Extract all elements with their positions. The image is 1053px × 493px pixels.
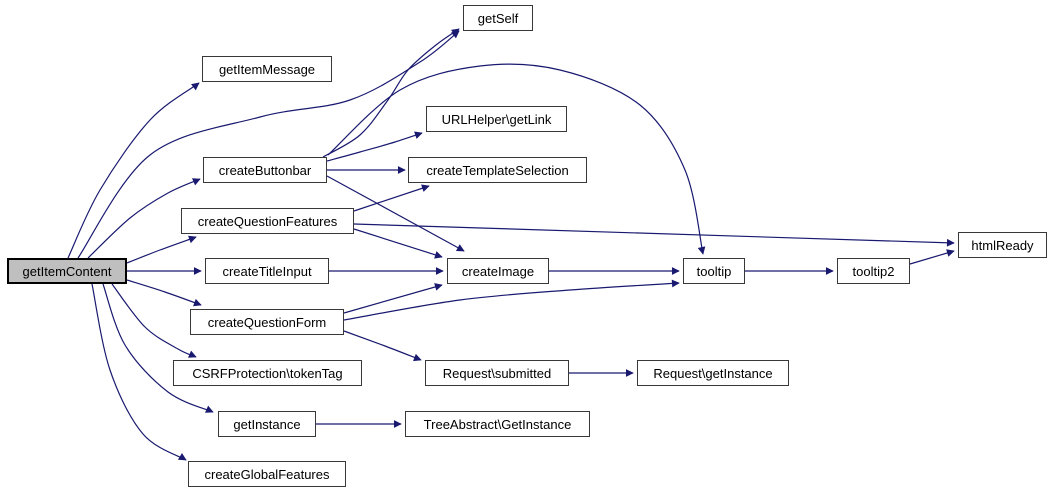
- node-Request-submitted[interactable]: Request\submitted: [425, 360, 569, 386]
- edge-getItemContent-to-CSRFProtection-tokenTag: [111, 283, 197, 358]
- edge-createQuestionFeatures-to-createImage: [353, 228, 443, 259]
- node-getItemContent[interactable]: getItemContent: [7, 258, 127, 284]
- edge-createQuestionFeatures-to-createTemplateSelection: [353, 184, 430, 212]
- node-createImage[interactable]: createImage: [447, 258, 549, 284]
- node-URLHelper-getLink[interactable]: URLHelper\getLink: [426, 106, 567, 132]
- node-createQuestionForm[interactable]: createQuestionForm: [190, 309, 344, 335]
- edge-getItemContent-to-createButtonbar: [87, 178, 201, 259]
- node-createButtonbar[interactable]: createButtonbar: [203, 157, 327, 183]
- node-TreeAbstract-GetInstance[interactable]: TreeAbstract\GetInstance: [405, 411, 590, 437]
- node-createTemplateSelection[interactable]: createTemplateSelection: [408, 157, 587, 183]
- node-getSelf[interactable]: getSelf: [463, 5, 533, 31]
- edge-createQuestionForm-to-tooltip: [343, 279, 680, 321]
- node-getInstance[interactable]: getInstance: [218, 411, 316, 437]
- node-CSRFProtection-tokenTag[interactable]: CSRFProtection\tokenTag: [173, 360, 362, 386]
- edge-createQuestionForm-to-createImage: [343, 283, 443, 314]
- edge-createButtonbar-to-createImage: [326, 175, 465, 252]
- edge-getItemContent-to-createGlobalFeatures: [91, 283, 187, 461]
- node-tooltip2[interactable]: tooltip2: [837, 258, 910, 284]
- edge-createButtonbar-to-URLHelper-getLink: [326, 131, 423, 162]
- node-getItemMessage[interactable]: getItemMessage: [202, 56, 332, 82]
- node-htmlReady[interactable]: htmlReady: [958, 232, 1047, 258]
- node-createTitleInput[interactable]: createTitleInput: [205, 258, 329, 284]
- edge-createQuestionForm-to-Request-submitted: [343, 330, 422, 362]
- node-tooltip[interactable]: tooltip: [683, 258, 745, 284]
- edge-getItemContent-to-getInstance: [102, 283, 214, 413]
- edge-tooltip2-to-htmlReady: [909, 249, 955, 265]
- edge-createButtonbar-to-tooltip: [327, 63, 706, 255]
- edge-createQuestionFeatures-to-htmlReady: [353, 223, 955, 247]
- edge-getItemContent-to-createQuestionFeatures: [126, 235, 197, 264]
- node-Request-getInstance[interactable]: Request\getInstance: [637, 360, 789, 386]
- node-createGlobalFeatures[interactable]: createGlobalFeatures: [188, 461, 346, 487]
- edge-getItemContent-to-getItemMessage: [67, 82, 200, 259]
- edge-createButtonbar-to-getSelf: [322, 28, 460, 158]
- node-createQuestionFeatures[interactable]: createQuestionFeatures: [181, 208, 354, 234]
- edge-getItemContent-to-getSelf: [77, 30, 460, 259]
- edge-getItemContent-to-createQuestionForm: [126, 279, 202, 307]
